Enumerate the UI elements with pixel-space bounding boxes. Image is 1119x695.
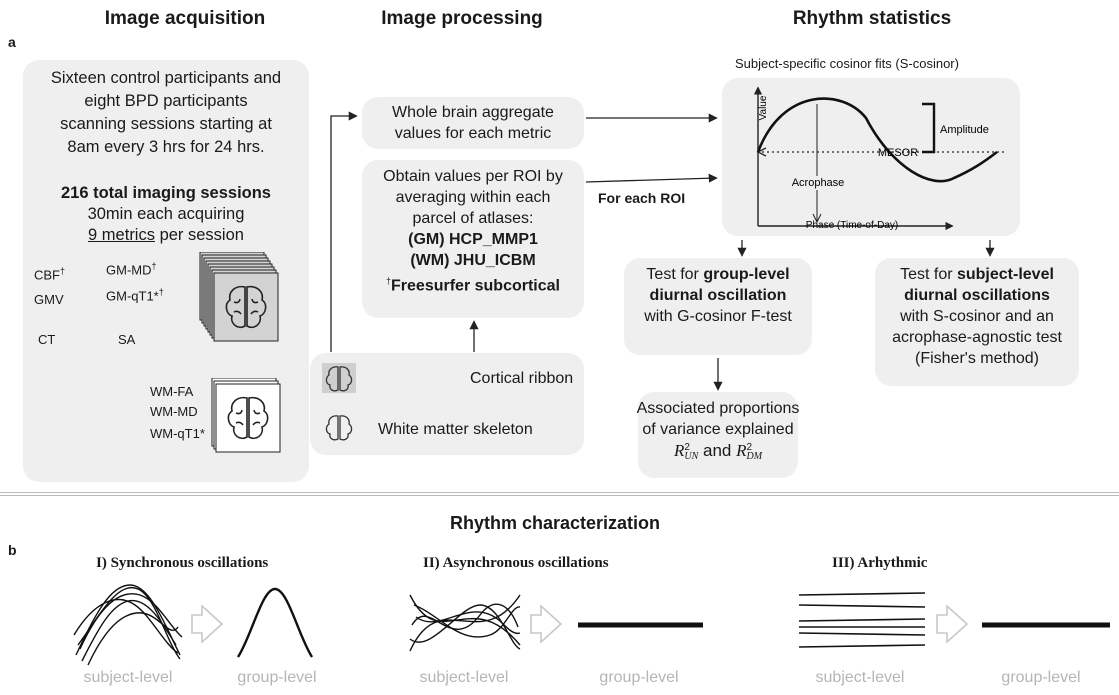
header-image-acquisition: Image acquisition [104, 8, 266, 29]
metric-gm-qt1: GM-qT1*† [106, 287, 164, 304]
cosinor-title: Subject-specific cosinor fits (S-cosinor… [735, 56, 959, 71]
panel-iii-title: III) Arhythmic [832, 555, 928, 571]
header-image-processing: Image processing [381, 8, 543, 29]
roi-line-1: Obtain values per ROI by [383, 168, 563, 185]
whole-brain-line-2: values for each metric [394, 125, 552, 142]
variance-text: Associated proportions of variance expla… [632, 398, 804, 461]
roi-text: Obtain values per ROI by averaging withi… [362, 166, 584, 296]
atlas-subcortical: †Freesurfer subcortical [386, 276, 560, 295]
participants-line-1: Sixteen control participants and [50, 69, 282, 87]
amplitude-label: Amplitude [940, 124, 989, 136]
asynchronous-subject-curves [409, 594, 521, 652]
metrics-per-session: 9 metrics per session [23, 225, 309, 246]
group-test-line-2: diurnal oscillation [649, 287, 787, 304]
participants-line-4: 8am every 3 hrs for 24 hrs. [67, 138, 265, 156]
gm-image-stack [199, 252, 279, 342]
metrics-count: 9 metrics [88, 226, 155, 244]
wm-image-stack [211, 378, 281, 453]
metric-gmv: GMV [34, 292, 64, 307]
header-rhythm-statistics: Rhythm statistics [792, 8, 952, 29]
cosinor-curve [756, 97, 998, 183]
group-test-line-3: with G-cosinor F-test [644, 308, 792, 325]
connector-arrows [330, 111, 995, 391]
whole-brain-text: Whole brain aggregate values for each me… [362, 102, 584, 144]
metric-sa: SA [118, 332, 136, 347]
metric-ct: CT [38, 332, 56, 347]
panel-ii-group-label: group-level [599, 669, 679, 686]
panel-label-b: b [8, 542, 17, 558]
panel-i-subject-label: subject-level [83, 669, 173, 686]
roi-box [362, 160, 584, 318]
legend-wm-label: White matter skeleton [378, 421, 533, 438]
panel-ii-title: II) Asynchronous oscillations [423, 555, 609, 571]
axis-value-label: Value [758, 95, 769, 120]
synchronous-hollow-arrow [191, 604, 224, 644]
panel-iii-group-label: group-level [1001, 669, 1081, 686]
panel-label-a: a [8, 34, 16, 50]
metrics-rest: per session [154, 226, 244, 244]
subject-test-line-1: Test for subject-level [900, 266, 1054, 283]
rhythm-panels [73, 584, 1110, 666]
metric-wm-qt1: WM-qT1* [150, 426, 205, 441]
panel-ii-subject-label: subject-level [419, 669, 509, 686]
synchronous-group-curve [236, 587, 314, 658]
atlas-gm: (GM) HCP_MMP1 [408, 231, 538, 248]
subject-test-line-5: (Fisher's method) [915, 350, 1039, 367]
mesor-label: MESOR [878, 147, 918, 159]
participants-text: Sixteen control participants and eight B… [23, 67, 309, 159]
group-test-text: Test for group-level diurnal oscillation… [624, 264, 812, 327]
metric-cbf: CBF† [34, 266, 66, 283]
amplitude-bracket [922, 102, 936, 154]
cortical-ribbon-icon [322, 363, 356, 393]
acrophase-label: Acrophase [792, 177, 845, 189]
sessions-count: 216 total imaging sessions [61, 184, 271, 202]
section-divider [0, 492, 1119, 496]
panel-i-title: I) Synchronous oscillations [96, 555, 269, 571]
arhythmic-subject-lines [798, 592, 926, 648]
panel-iii-subject-label: subject-level [815, 669, 905, 686]
metric-gm-md: GM-MD† [106, 261, 157, 278]
variance-box [638, 392, 798, 478]
arhythmic-hollow-arrow [936, 604, 969, 644]
brain-icon [227, 396, 269, 440]
panel-i-group-label: group-level [237, 669, 317, 686]
white-matter-skeleton-icon [325, 415, 353, 441]
group-test-box [624, 258, 812, 355]
atlas-wm: (WM) JHU_ICBM [410, 252, 536, 269]
subject-test-line-2: diurnal oscillations [904, 287, 1050, 304]
asynchronous-hollow-arrow [530, 604, 563, 644]
participants-line-3: scanning sessions starting at [60, 115, 272, 133]
metric-wm-md: WM-MD [150, 404, 198, 419]
whole-brain-line-1: Whole brain aggregate [392, 104, 554, 121]
subject-test-box [875, 258, 1079, 386]
cosinor-diagram: Value Phase (Time-of-Day) MESOR Amplitud… [753, 86, 1006, 231]
sessions-text: 216 total imaging sessions 30min each ac… [23, 183, 309, 246]
for-each-roi-label: For each ROI [598, 190, 686, 206]
arrow-roi-to-cosinor [585, 173, 718, 183]
cosinor-box [722, 78, 1020, 236]
variance-line-1: Associated proportions [636, 400, 800, 417]
subject-test-line-3: with S-cosinor and an [900, 308, 1054, 325]
roi-line-2: averaging within each [395, 189, 551, 206]
sessions-duration: 30min each acquiring [87, 205, 245, 223]
axis-phase-label: Phase (Time-of-Day) [806, 220, 898, 231]
subject-test-text: Test for subject-level diurnal oscillati… [875, 264, 1079, 369]
brain-icon [225, 285, 267, 329]
legend-cortical-label: Cortical ribbon [470, 370, 574, 387]
synchronous-subject-curves [73, 584, 183, 666]
rhythm-characterization-title: Rhythm characterization [449, 513, 661, 533]
arrow-to-whole-brain [330, 111, 358, 352]
roi-line-3: parcel of atlases: [412, 210, 534, 227]
group-test-line-1: Test for group-level [646, 266, 790, 283]
participants-line-2: eight BPD participants [84, 92, 248, 110]
subject-test-line-4: acrophase-agnostic test [892, 329, 1062, 346]
whole-brain-box [362, 97, 584, 149]
metric-wm-fa: WM-FA [150, 384, 194, 399]
variance-line-2: of variance explained [642, 421, 794, 438]
